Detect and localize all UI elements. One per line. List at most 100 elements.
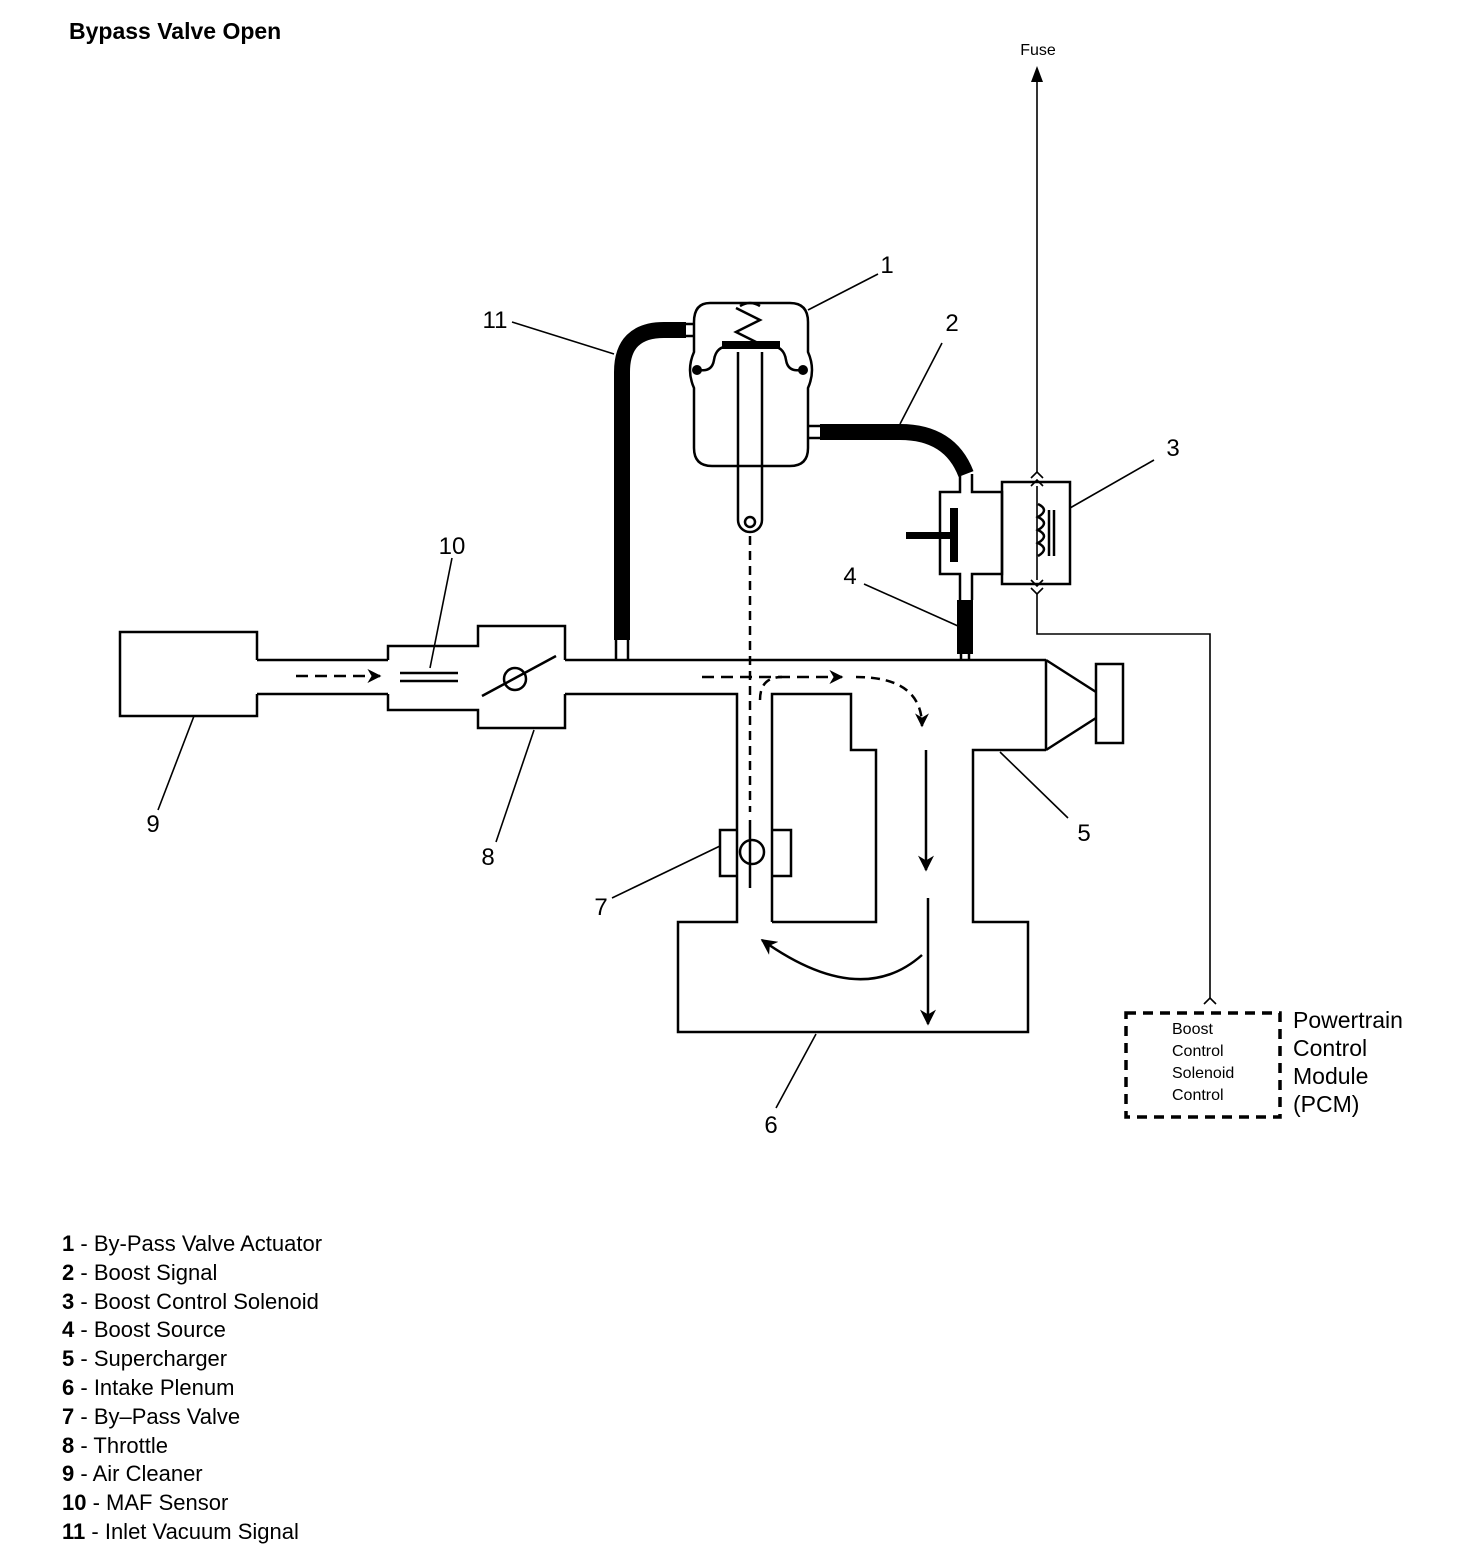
supercharger-turn-arrow: [855, 675, 929, 728]
legend-item: 5 - Supercharger: [62, 1345, 322, 1374]
leader-5: [999, 751, 1069, 819]
legend-separator: -: [74, 1259, 94, 1285]
throttle-plate: [481, 654, 557, 698]
actuator-housing: [688, 301, 814, 468]
legend-text: Supercharger: [93, 1346, 228, 1372]
leader-10: [429, 557, 453, 669]
solenoid-plunger-stem: [906, 532, 950, 539]
legend-text: Boost Control Solenoid: [93, 1288, 319, 1314]
legend-item: 7 - By–Pass Valve: [62, 1403, 322, 1432]
callout-9: 9: [146, 811, 159, 838]
callout-1: 1: [880, 252, 893, 279]
actuator-pivot-right: [798, 365, 808, 375]
legend-item: 2 - Boost Signal: [62, 1259, 322, 1288]
legend-separator: -: [85, 1518, 105, 1544]
legend-text: Inlet Vacuum Signal: [104, 1518, 299, 1544]
solenoid-coil-housing: [1000, 480, 1072, 586]
legend-text: Boost Source: [93, 1317, 226, 1343]
boost-source-hose: [957, 600, 973, 654]
legend-number: 11: [62, 1518, 86, 1544]
actuator-spring: [733, 301, 763, 346]
legend-item: 9 - Air Cleaner: [62, 1460, 322, 1489]
callout-2: 2: [945, 310, 958, 337]
legend-number: 10: [62, 1490, 87, 1516]
pcm-box: [1124, 1011, 1282, 1119]
bypass-valve-housing: [718, 828, 793, 878]
boost-signal-hose: [820, 424, 974, 478]
throttle-shaft: [502, 666, 528, 692]
callout-10: 10: [439, 533, 466, 560]
legend-number: 1: [62, 1231, 75, 1256]
legend-item: 3 - Boost Control Solenoid: [62, 1288, 322, 1317]
bypass-return-arrow: [758, 675, 783, 701]
air-cleaner-body: [118, 630, 259, 718]
callout-5: 5: [1077, 820, 1090, 847]
legend-number: 3: [62, 1288, 75, 1314]
leader-8: [495, 729, 535, 843]
pcm-connector: [1203, 996, 1217, 1005]
legend-number: 8: [62, 1432, 75, 1458]
page-title: Bypass Valve Open: [69, 18, 282, 44]
solenoid-plunger: [950, 508, 958, 562]
actuator-rod-pivot: [743, 515, 757, 529]
legend-separator: -: [74, 1317, 94, 1343]
leader-2: [899, 342, 943, 425]
pcm-inner-line-1: Boost: [1172, 1021, 1213, 1038]
inlet-vacuum-hose: [614, 322, 686, 640]
legend-text: By–Pass Valve: [93, 1403, 241, 1429]
legend-item: 6 - Intake Plenum: [62, 1374, 322, 1403]
legend-separator: -: [74, 1461, 93, 1487]
solenoid-coil: [1035, 502, 1046, 558]
bypass-passage-wall: [770, 692, 878, 924]
legend-separator: -: [74, 1403, 94, 1429]
legend-text: MAF Sensor: [106, 1490, 229, 1516]
callout-7: 7: [594, 894, 607, 921]
legend-item: 10 - MAF Sensor: [62, 1489, 322, 1518]
pcm-inner-line-2: Control: [1172, 1043, 1224, 1060]
supercharger-drive-cone: [1045, 658, 1097, 752]
pcm-outer-line-2: Control: [1293, 1035, 1367, 1061]
legend-separator: -: [74, 1374, 94, 1400]
legend-text: By-Pass Valve Actuator: [93, 1231, 323, 1256]
maf-housing: [386, 624, 567, 730]
callout-8: 8: [481, 844, 494, 871]
actuator-diaphragm-plate: [722, 341, 780, 349]
leader-11: [511, 321, 615, 355]
legend-number: 9: [62, 1461, 75, 1487]
leader-3: [1069, 459, 1155, 509]
pcm-outer-line-4: (PCM): [1293, 1091, 1359, 1117]
callout-4: 4: [843, 563, 856, 590]
callout-11: 11: [483, 307, 508, 334]
intake-tube-bottom: [565, 692, 1046, 1034]
pcm-inner-line-3: Solenoid: [1172, 1065, 1234, 1082]
fuse-arrow-icon: [1031, 66, 1043, 82]
legend-separator: -: [74, 1231, 94, 1256]
leader-1: [807, 273, 879, 311]
legend-text: Air Cleaner: [92, 1461, 203, 1487]
pcm-inner-line-4: Control: [1172, 1087, 1224, 1104]
fuse-label: Fuse: [1020, 42, 1056, 59]
legend-item: 8 - Throttle: [62, 1432, 322, 1461]
legend-item: 4 - Boost Source: [62, 1316, 322, 1345]
legend-text: Throttle: [93, 1432, 168, 1458]
callout-3: 3: [1166, 435, 1179, 462]
legend-item: 1 - By-Pass Valve Actuator: [62, 1230, 322, 1259]
component-legend: 1 - By-Pass Valve Actuator 2 - Boost Sig…: [62, 1230, 322, 1547]
connector-top: [1030, 470, 1044, 487]
pcm-outer-line-1: Powertrain: [1293, 1007, 1403, 1033]
connector-bottom: [1030, 579, 1044, 596]
legend-separator: -: [74, 1346, 94, 1372]
leader-9: [157, 715, 195, 811]
actuator-diaphragm: [699, 344, 801, 372]
leader-7: [611, 845, 721, 899]
pcm-wire: [1036, 594, 1211, 998]
pcm-outer-line-3: Module: [1293, 1063, 1368, 1089]
supercharger-pulley: [1094, 662, 1125, 745]
callout-6: 6: [764, 1112, 777, 1139]
legend-number: 5: [62, 1346, 75, 1372]
legend-number: 7: [62, 1403, 75, 1429]
bypass-valve-disc: [738, 838, 766, 866]
legend-item: 11 - Inlet Vacuum Signal: [62, 1518, 322, 1547]
legend-separator: -: [86, 1490, 107, 1516]
